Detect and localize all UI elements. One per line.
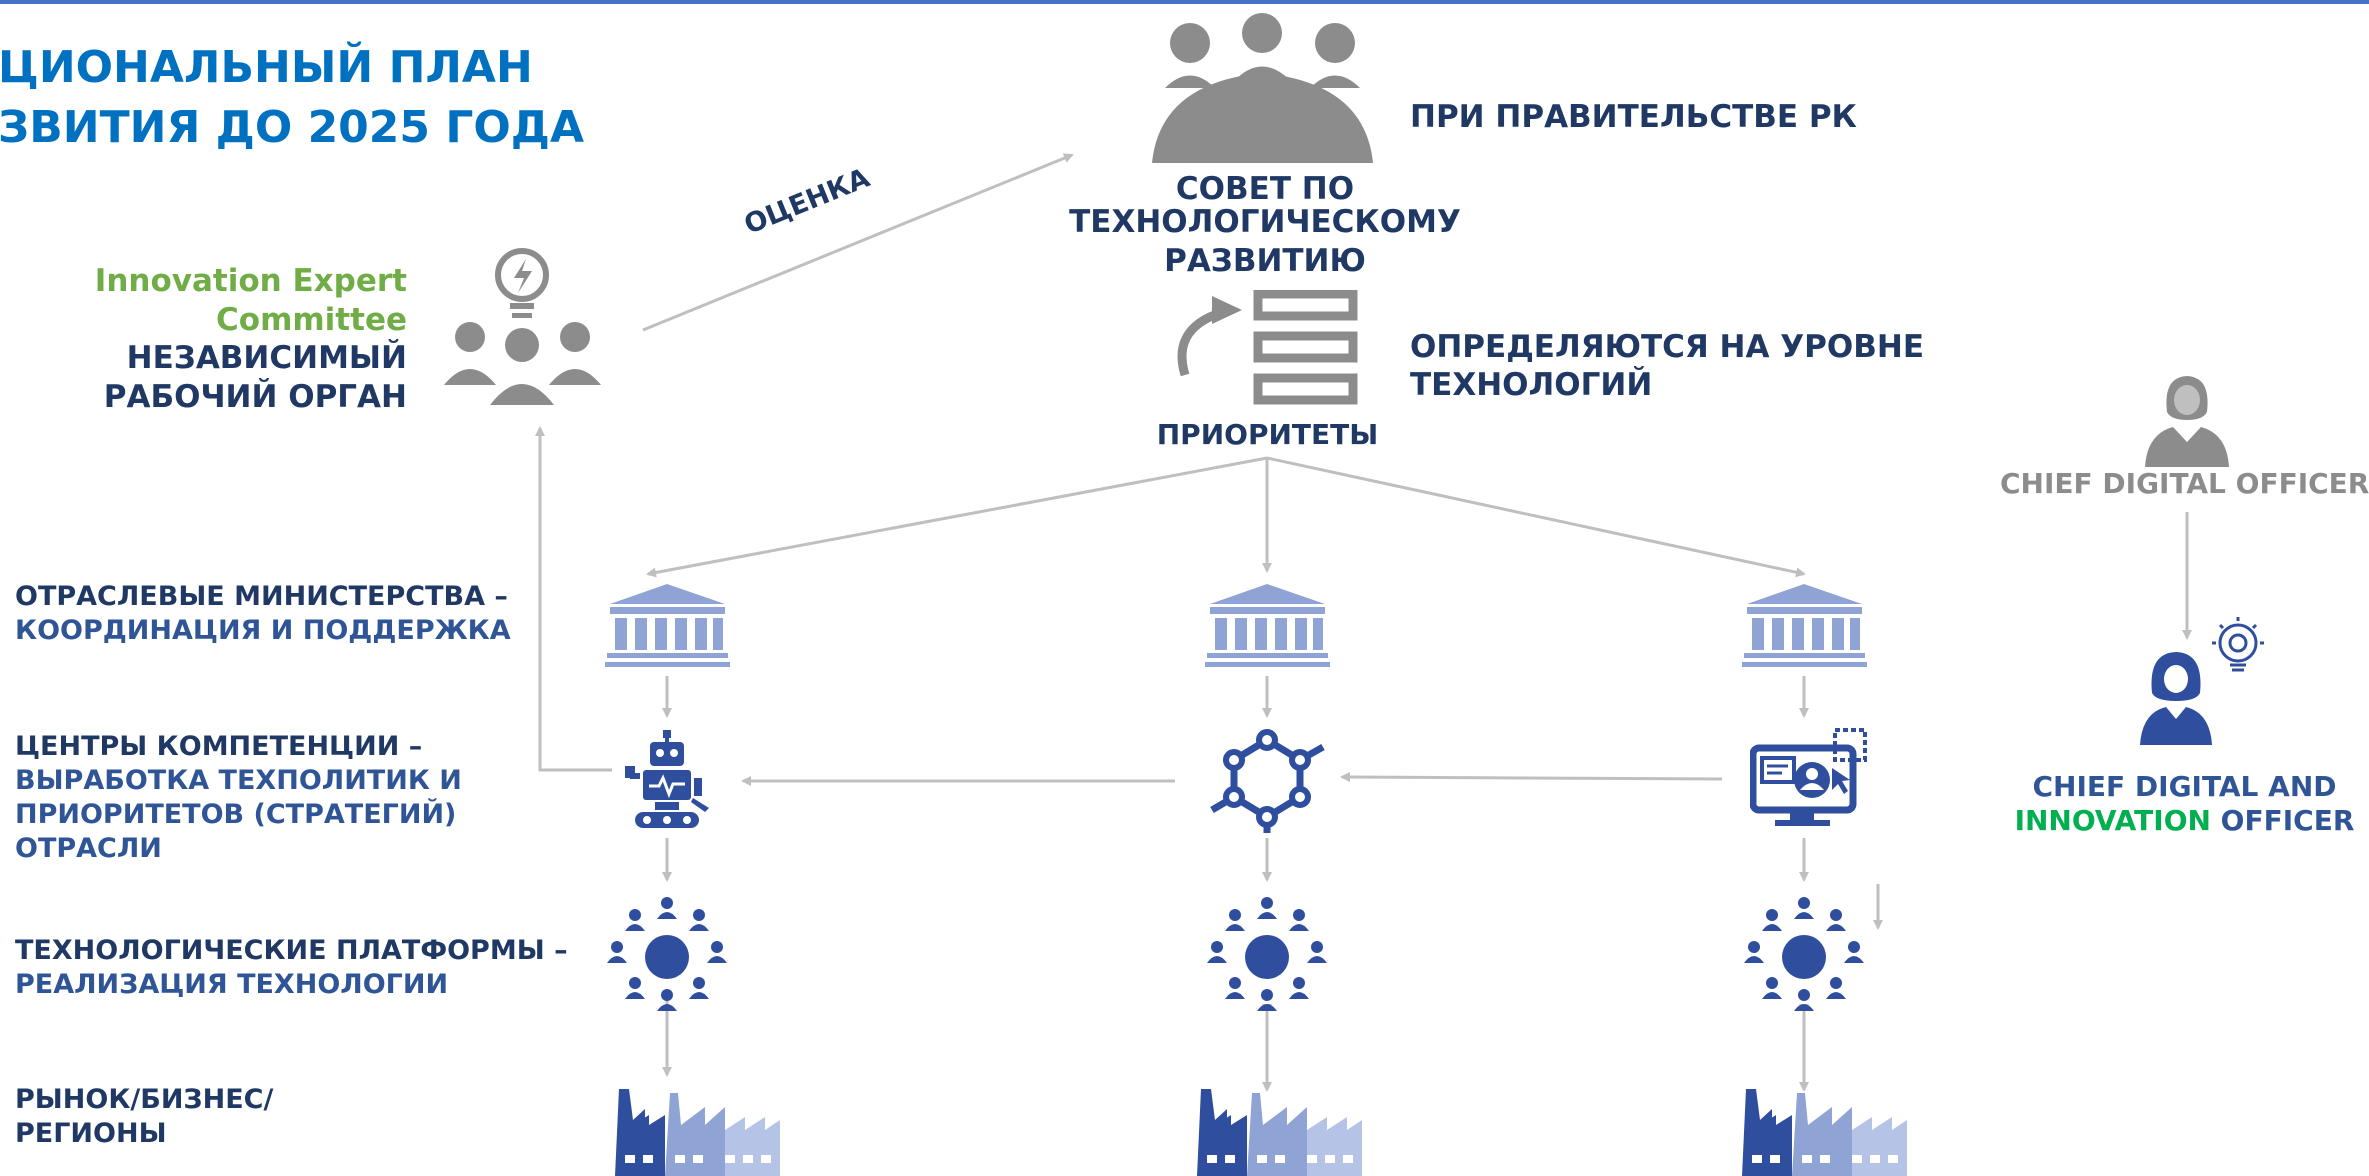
government-building-icon	[1205, 584, 1330, 667]
government-building-icon	[605, 584, 730, 667]
cdio-label-line1: CHIEF DIGITAL AND	[2032, 770, 2337, 803]
cdio-officer-word: OFFICER	[2210, 804, 2355, 837]
woman-officer-icon	[2145, 376, 2229, 467]
expert-name-line1: Innovation Expert	[94, 263, 407, 299]
level-competence-line3: ПРИОРИТЕТОВ (СТРАТЕГИЙ)	[15, 799, 457, 830]
people-network-icon	[1744, 897, 1864, 1011]
molecule-network-icon	[1210, 729, 1325, 833]
factory-icon	[1742, 1089, 1907, 1176]
level-market-line1: РЫНОК/БИЗНЕС/	[15, 1084, 274, 1115]
council-side-note: ПРИ ПРАВИТЕЛЬСТВЕ РК	[1410, 99, 1857, 135]
top-border-line	[0, 0, 2369, 4]
expert-name-line2: Committee	[216, 302, 407, 338]
people-network-icon	[607, 897, 727, 1011]
council-name-line3: РАЗВИТИЮ	[1164, 243, 1366, 279]
level-competence-line1: ЦЕНТРЫ КОМПЕТЕНЦИИ –	[15, 731, 423, 762]
factory-icon	[1197, 1089, 1362, 1176]
woman-innovation-gear-icon	[2140, 617, 2264, 745]
meeting-table-icon	[1152, 13, 1373, 163]
cdo-label: CHIEF DIGITAL OFFICER	[2000, 467, 2369, 500]
computer-user-icon	[1750, 728, 1867, 826]
cdio-label-line2: INNOVATION OFFICER	[2000, 804, 2369, 837]
council-name-line1: СОВЕТ ПО	[1175, 171, 1355, 207]
level-ministries-line2: КООРДИНАЦИЯ И ПОДДЕРЖКА	[15, 615, 511, 646]
cdio-innovation-word: INNOVATION	[2014, 804, 2211, 837]
people-network-icon	[1207, 897, 1327, 1011]
level-market-line2: РЕГИОНЫ	[15, 1118, 167, 1149]
level-platforms-line2: РЕАЛИЗАЦИЯ ТЕХНОЛОГИИ	[15, 969, 449, 1000]
page-title-line2: ЗВИТИЯ ДО 2025 ГОДА	[0, 102, 585, 153]
priorities-note-line1: ОПРЕДЕЛЯЮТСЯ НА УРОВНЕ	[1410, 329, 1924, 365]
level-competence-line2: ВЫРАБОТКА ТЕХПОЛИТИК И	[15, 765, 462, 796]
robot-icon	[625, 730, 709, 828]
expert-desc-line2: РАБОЧИЙ ОРГАН	[103, 379, 407, 415]
lightbulb-team-icon	[444, 248, 601, 405]
expert-desc-line1: НЕЗАВИСИМЫЙ	[126, 340, 407, 376]
factory-icon	[615, 1089, 780, 1176]
level-platforms-line1: ТЕХНОЛОГИЧЕСКИЕ ПЛАТФОРМЫ –	[15, 935, 568, 966]
priorities-note-line2: ТЕХНОЛОГИЙ	[1410, 367, 1653, 403]
level-competence-line4: ОТРАСЛИ	[15, 833, 162, 864]
page-title-line1: ЦИОНАЛЬНЫЙ ПЛАН	[0, 42, 533, 93]
council-name-line2: ТЕХНОЛОГИЧЕСКОМУ	[1069, 204, 1461, 240]
priority-list-icon	[1177, 290, 1358, 405]
priorities-label: ПРИОРИТЕТЫ	[1156, 418, 1379, 451]
level-ministries-line1: ОТРАСЛЕВЫЕ МИНИСТЕРСТВА –	[15, 581, 508, 612]
government-building-icon	[1742, 584, 1867, 667]
